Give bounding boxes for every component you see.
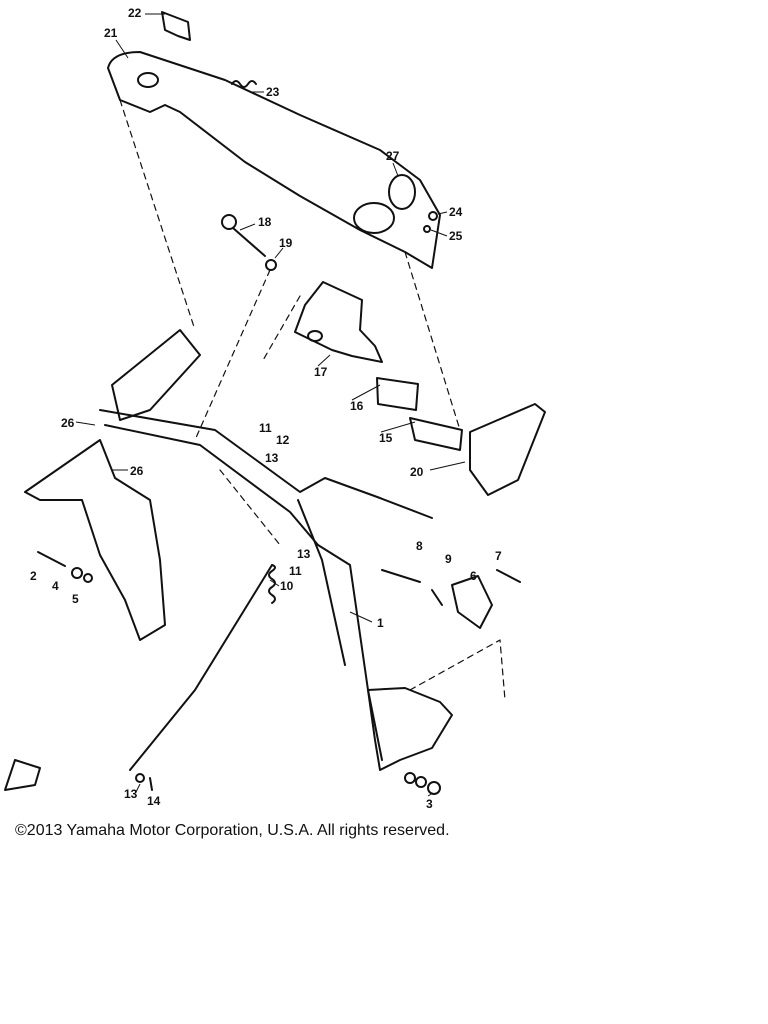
callout-label: 7 (495, 549, 502, 563)
copyright-notice: ©2013 Yamaha Motor Corporation, U.S.A. A… (15, 822, 450, 839)
part-17-hole (307, 330, 323, 342)
leader-line (349, 611, 373, 623)
callout-label: 1 (377, 616, 384, 630)
leader-line (75, 421, 96, 426)
callout-label: 3 (426, 797, 433, 811)
assembly-line-5 (219, 469, 281, 546)
part-5-nut-left (83, 573, 93, 583)
part-upper-left-bracket (111, 329, 201, 421)
part-1-main-frame (99, 409, 433, 519)
part-4-washer-left (71, 567, 83, 579)
callout-label: 25 (449, 229, 463, 243)
part-17-bracket (294, 281, 383, 363)
leader-line (430, 229, 448, 237)
leader-line (429, 461, 466, 471)
callout-label: 21 (104, 26, 118, 40)
leader-line (427, 792, 434, 797)
parts-diagram: 1 2 3 4 5 6 7 8 9 10 11 11 12 13 13 13 1… (4, 6, 546, 811)
part-22-clip (161, 11, 191, 41)
assembly-line-6 (409, 639, 506, 701)
callout-label: 20 (410, 465, 424, 479)
callout-label: 15 (379, 431, 393, 445)
callout-label: 13 (265, 451, 279, 465)
callout-label: 4 (52, 579, 59, 593)
callout-label: 5 (72, 592, 79, 606)
part-25-nut (423, 225, 431, 233)
part-9-washer (431, 589, 443, 606)
callout-label: 13 (124, 787, 138, 801)
part-24-bolt (428, 211, 438, 221)
part-14-pin (149, 777, 153, 791)
part-1-main-frame-edge (104, 424, 383, 761)
assembly-line-3 (194, 269, 271, 441)
part-18-bolt-head (221, 214, 237, 230)
part-27-ring (388, 174, 416, 210)
callout-label: 19 (279, 236, 293, 250)
leader-line (392, 162, 399, 177)
leader-line (351, 384, 381, 401)
leader-line (135, 783, 141, 793)
callout-label: 16 (350, 399, 364, 413)
callout-label: 10 (280, 579, 294, 593)
part-footplate-left (24, 439, 166, 641)
part-2-bolt-left (37, 551, 66, 567)
part-footplate-right (367, 687, 453, 771)
part-4-washer-right (415, 776, 427, 788)
callout-label: 14 (147, 794, 161, 808)
front-arrow-icon (4, 759, 41, 791)
part-10-rod (129, 564, 273, 771)
callout-label: 11 (259, 421, 272, 435)
part-6-bracket (451, 575, 493, 629)
part-1-lower-leg (297, 499, 346, 666)
leader-line (274, 247, 284, 259)
part-8-bolt (381, 569, 421, 583)
part-5-nut-right (404, 772, 416, 784)
part-19-nut (265, 259, 277, 271)
part-21-large-hole (353, 202, 395, 234)
part-20-bracket (469, 403, 546, 496)
leader-line (269, 579, 280, 587)
callout-label: 11 (289, 564, 302, 578)
assembly-line-2 (404, 251, 461, 431)
part-21-top-plate (107, 51, 441, 269)
callout-label: 18 (258, 215, 272, 229)
leader-line (239, 223, 256, 231)
callout-label: 2 (30, 569, 37, 583)
leader-line (437, 211, 448, 215)
leader-line (380, 421, 416, 433)
callout-label: 26 (130, 464, 144, 478)
part-3-bolt-right (427, 781, 441, 795)
callout-label: 23 (266, 85, 280, 99)
assembly-line-1 (119, 99, 196, 331)
callout-label: 12 (276, 433, 290, 447)
part-23-spring (231, 80, 257, 88)
callout-label: 6 (470, 569, 477, 583)
callout-label: 9 (445, 552, 452, 566)
callout-label: 22 (128, 6, 142, 20)
part-21-hole (137, 72, 159, 88)
leader-line (115, 39, 129, 59)
callout-label: 24 (449, 205, 463, 219)
part-15-link (409, 417, 463, 451)
part-13-clip-bottom (135, 773, 145, 783)
part-7-pin (496, 569, 521, 583)
part-18-bolt-shank (232, 227, 266, 257)
callout-label: 17 (314, 365, 328, 379)
part-10-spring (268, 564, 276, 604)
callout-label: 26 (61, 416, 75, 430)
assembly-line-4 (261, 295, 301, 363)
leader-line (317, 354, 331, 367)
callout-label: 27 (386, 149, 400, 163)
callout-label: 8 (416, 539, 423, 553)
part-16-block (376, 377, 419, 411)
callout-label: 13 (297, 547, 311, 561)
